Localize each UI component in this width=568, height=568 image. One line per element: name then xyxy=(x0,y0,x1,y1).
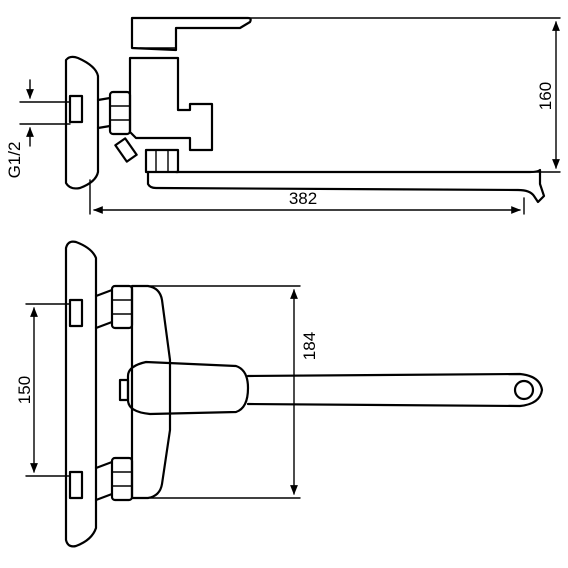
thread-dimension-label: G1/2 xyxy=(5,142,24,179)
diverter-knob xyxy=(114,137,138,163)
upper-hex-nut xyxy=(110,284,134,330)
swivel-nut xyxy=(144,148,180,174)
body-height-dimension-label: 184 xyxy=(300,332,319,360)
lower-hex-nut xyxy=(110,456,134,502)
length-dimension-label: 382 xyxy=(289,189,317,208)
wall-plate-front xyxy=(64,240,98,548)
spout-side xyxy=(146,168,546,204)
lower-inlet-socket xyxy=(68,470,84,500)
mount-spacing-dimension-label: 150 xyxy=(15,376,34,404)
hex-nut-side xyxy=(108,90,132,136)
upper-inlet-socket xyxy=(68,298,84,328)
wall-escutcheon-side xyxy=(64,55,100,190)
valve-body-side xyxy=(128,56,214,152)
aerator-outlet xyxy=(513,379,535,401)
lever-handle-side xyxy=(130,16,252,52)
front-view: 150 184 xyxy=(15,240,544,548)
mixer-body-front xyxy=(130,284,172,500)
spout-front xyxy=(246,372,544,408)
lever-handle-front xyxy=(126,360,250,416)
height-dimension-label: 160 xyxy=(536,82,555,110)
inlet-socket xyxy=(68,94,84,124)
side-view: 160 382 G1/2 xyxy=(5,16,561,215)
